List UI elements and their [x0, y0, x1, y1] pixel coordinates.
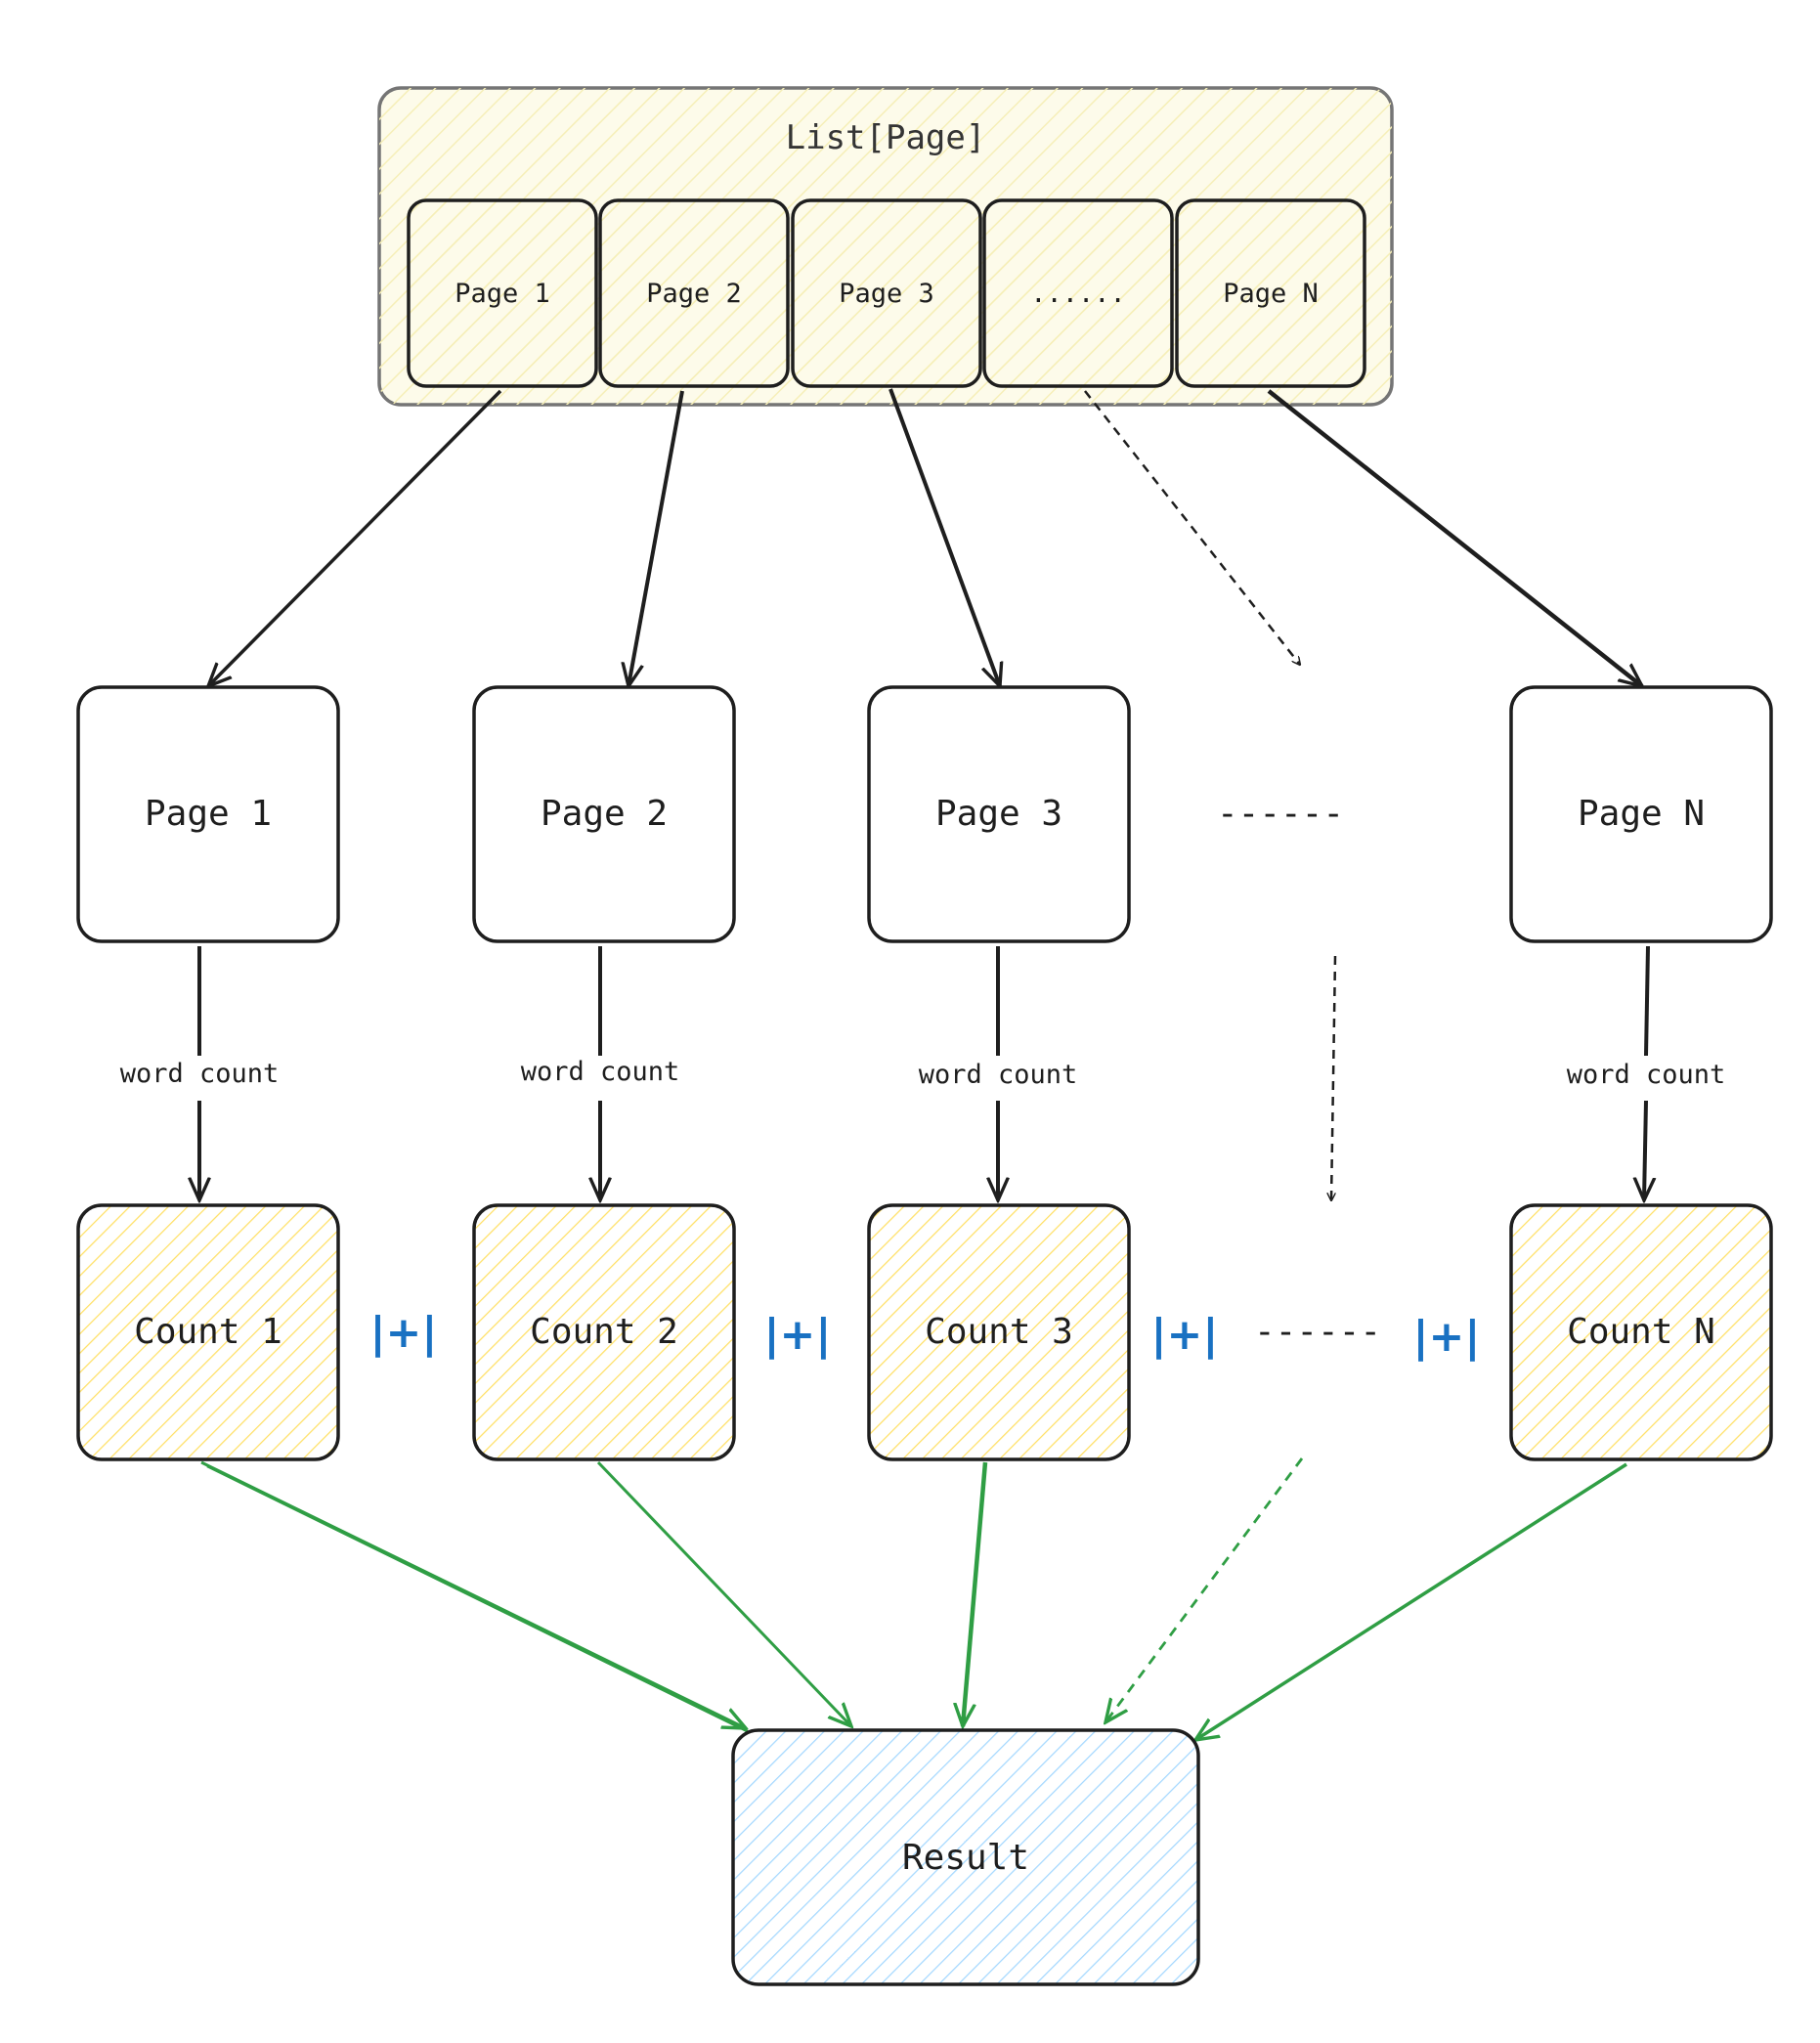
- result-label: Result: [902, 1838, 1029, 1878]
- page-label: Page 2: [541, 794, 668, 834]
- page-box: Page 2: [472, 685, 736, 943]
- list-item-label: Page 3: [839, 279, 934, 309]
- split-arrow: [1267, 389, 1642, 686]
- list-item: Page 1: [407, 198, 598, 388]
- list-item: ......: [982, 198, 1174, 388]
- page-box: Page 1: [76, 685, 340, 943]
- count-box: Count 1: [76, 1203, 340, 1461]
- page-label: Page 1: [145, 794, 272, 834]
- count-label: Count 1: [134, 1312, 282, 1352]
- map-arrow-label: word count: [1567, 1060, 1726, 1090]
- combine-symbol: |+|: [763, 1310, 831, 1360]
- list-item: Page 2: [598, 198, 790, 388]
- map-arrow-label: word count: [120, 1059, 280, 1089]
- list-item: Page N: [1175, 198, 1366, 388]
- count-label: Count 3: [925, 1312, 1073, 1352]
- count-box: Count 2: [472, 1203, 736, 1461]
- reduce-arrow: [596, 1460, 851, 1726]
- map-arrow: word count: [521, 946, 680, 1200]
- list-item-label: Page N: [1223, 279, 1319, 309]
- list-item-label: Page 1: [455, 279, 550, 309]
- count-box: Count 3: [867, 1203, 1131, 1461]
- reduce-arrow-dashed: [1105, 1457, 1304, 1722]
- counts-gap: ------: [1254, 1312, 1381, 1352]
- map-arrow: word count: [120, 946, 280, 1200]
- combine-symbol: |+|: [1412, 1312, 1480, 1362]
- reduce-arrow: [200, 1460, 749, 1734]
- list-item-label: Page 2: [646, 279, 742, 309]
- map-arrow-label: word count: [919, 1060, 1078, 1090]
- map-arrow: word count: [1567, 945, 1726, 1200]
- page-label: Page 3: [935, 794, 1062, 834]
- map-arrow: word count: [919, 946, 1078, 1200]
- count-label: Count N: [1567, 1312, 1715, 1352]
- split-arrow: [628, 390, 684, 686]
- combine-symbol: |+|: [1150, 1310, 1218, 1360]
- map-arrow-dashed: [1331, 955, 1337, 1200]
- reduce-arrow: [963, 1461, 988, 1726]
- split-arrow: [888, 388, 1000, 686]
- list-item-label: ......: [1030, 279, 1126, 309]
- list-title: List[Page]: [786, 118, 986, 157]
- count-label: Count 2: [530, 1312, 678, 1352]
- page-box: Page N: [1509, 685, 1773, 943]
- result-box: Result: [731, 1728, 1200, 1986]
- reduce-arrow: [1195, 1462, 1627, 1740]
- split-arrow: [208, 389, 502, 686]
- list-item: Page 3: [791, 198, 982, 388]
- page-label: Page N: [1578, 794, 1705, 834]
- pages-gap: ------: [1217, 794, 1344, 834]
- count-box: Count N: [1509, 1203, 1773, 1461]
- split-arrow-dashed: [1084, 390, 1300, 665]
- page-box: Page 3: [867, 685, 1131, 943]
- map-arrow-label: word count: [521, 1057, 680, 1087]
- combine-symbol: |+|: [369, 1308, 437, 1358]
